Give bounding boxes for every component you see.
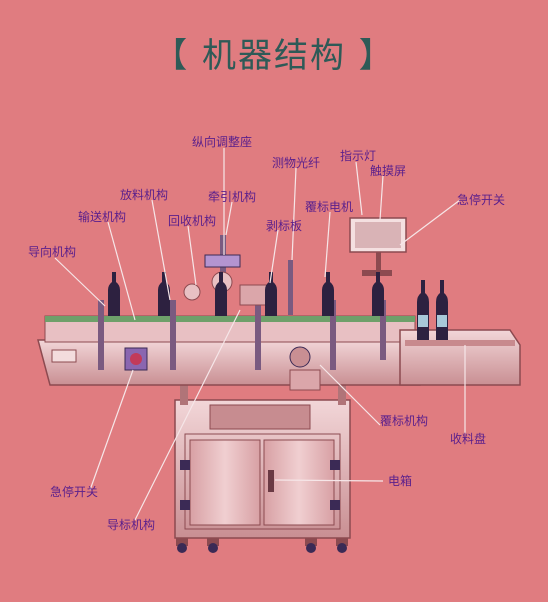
main-table: [37, 315, 521, 386]
label-emergency-top: 急停开关: [457, 193, 506, 207]
label-emergency-bottom: 急停开关: [50, 485, 99, 499]
label-head: [183, 254, 321, 391]
label-collect-tray: 收料盘: [450, 432, 487, 446]
label-traction: 牵引机构: [208, 190, 257, 204]
label-cover-motor: 覆标电机: [305, 200, 354, 214]
label-guide: 导向机构: [28, 245, 77, 259]
page-title: 【 机器结构 】: [153, 36, 395, 76]
label-electric-box: 电箱: [388, 474, 413, 488]
casters: [176, 538, 348, 553]
touch-screen: [349, 217, 407, 276]
label-indicator-light: 指示灯: [340, 149, 377, 163]
cabinet: [174, 399, 351, 539]
frame-legs: [180, 380, 346, 405]
label-discharge: 放料机构: [120, 188, 169, 202]
label-conveyor: 输送机构: [78, 210, 127, 224]
label-touch-screen: 触摸屏: [370, 164, 407, 178]
label-recycle: 回收机构: [168, 214, 217, 228]
leader-lines: [54, 148, 466, 521]
label-longitudinal-seat: 纵向调整座: [192, 135, 253, 149]
label-label-guide: 导标机构: [107, 518, 156, 532]
label-measure-fiber: 测物光纤: [272, 156, 321, 170]
label-cover-mech: 覆标机构: [380, 414, 429, 428]
label-peel-plate: 剥标板: [266, 219, 303, 233]
